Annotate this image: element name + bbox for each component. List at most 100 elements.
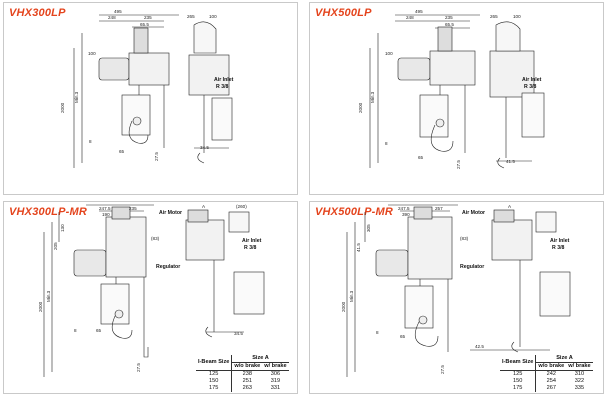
callout-label: Air Motor bbox=[462, 210, 485, 216]
col-beam-size: I-Beam Size bbox=[196, 355, 233, 371]
dimension-label: (260) bbox=[236, 204, 247, 209]
dimension-label: 265 bbox=[187, 14, 195, 19]
callout-label: R 3/8 bbox=[552, 245, 565, 251]
table-cell: 263 bbox=[242, 385, 252, 391]
dimension-label: 190 bbox=[102, 212, 110, 217]
dimension-label: 65.5 bbox=[140, 22, 149, 27]
dimension-label: A bbox=[508, 204, 512, 209]
dimension-label: 8 bbox=[376, 330, 379, 335]
dimension-label: Min.3 bbox=[46, 290, 51, 302]
callout-label: Air Inlet bbox=[550, 238, 570, 244]
dimension-label: 305 bbox=[366, 224, 371, 232]
dimension-label: Min.3 bbox=[74, 91, 79, 103]
dimension-label: 27.5 bbox=[136, 363, 141, 372]
dimension-label: 34.5 bbox=[234, 331, 243, 336]
panel-title: VHX500LP-MR bbox=[315, 206, 393, 218]
col-wo-brake: w/o brake bbox=[535, 362, 567, 371]
table-cell: 319 bbox=[270, 378, 281, 384]
dimension-label: 235 bbox=[129, 206, 137, 211]
dimension-label: 2000 bbox=[60, 102, 65, 113]
dimension-label: (83) bbox=[460, 236, 469, 241]
dimension-label: 27.5 bbox=[456, 160, 461, 169]
table-row: 150 254 322 bbox=[500, 378, 593, 385]
col-w-brake: w/ brake bbox=[566, 362, 593, 371]
hoist-drawing: 495 248 235 65.5 100 265 100 2000 Min.3 … bbox=[358, 9, 545, 169]
table-cell: 306 bbox=[270, 371, 281, 377]
dimension-label: 265 bbox=[490, 14, 498, 19]
dimension-label: 65 bbox=[119, 149, 125, 154]
dimension-label: 100 bbox=[385, 51, 393, 56]
dimension-label: 2000 bbox=[341, 301, 346, 312]
size-table: I-Beam Size Size A w/o brake w/ brake 12… bbox=[196, 355, 289, 392]
panel-vhx500lp-mr: VHX500LP-MR 247.5 257 390 305 A (83) bbox=[309, 201, 604, 394]
dimension-label: 41.5 bbox=[506, 159, 515, 164]
dimension-label: 2000 bbox=[38, 301, 43, 312]
dimension-label: 205 bbox=[53, 242, 58, 250]
size-table: I-Beam Size Size A w/o brake w/ brake 12… bbox=[500, 355, 593, 392]
table-cell: 322 bbox=[574, 378, 585, 384]
panel-vhx300lp-mr: VHX300LP-MR 247.5 235 190 130 A bbox=[3, 201, 298, 394]
dimension-label: 235 bbox=[445, 15, 453, 20]
col-beam-size: I-Beam Size bbox=[500, 355, 537, 371]
dimension-label: 65 bbox=[400, 334, 406, 339]
dimension-label: 27.5 bbox=[440, 365, 445, 374]
dimension-label: 41.5 bbox=[356, 243, 361, 252]
dimension-label: 65.5 bbox=[445, 22, 454, 27]
table-row: 175 267 335 bbox=[500, 385, 593, 392]
table-cell: 331 bbox=[270, 385, 281, 391]
panel-vhx300lp: VHX300LP 495 248 bbox=[3, 2, 298, 195]
table-cell: 150 bbox=[196, 378, 233, 385]
dimension-label: 130 bbox=[60, 224, 65, 232]
dimension-label: 8 bbox=[385, 141, 388, 146]
dimension-label: 495 bbox=[114, 9, 122, 14]
callout-label: Regulator bbox=[156, 264, 180, 270]
dimension-label: (83) bbox=[151, 236, 160, 241]
panel-title: VHX500LP bbox=[315, 7, 372, 19]
dimension-label: Min.3 bbox=[349, 290, 354, 302]
dimension-label: 247.5 bbox=[99, 206, 111, 211]
panel-title: VHX300LP bbox=[9, 7, 66, 19]
dimension-label: Min.3 bbox=[370, 91, 375, 103]
dimension-label: 495 bbox=[415, 9, 423, 14]
table-cell: 238 bbox=[242, 371, 252, 377]
col-wo-brake: w/o brake bbox=[231, 362, 263, 371]
dimension-label: 390 bbox=[402, 212, 410, 217]
table-cell: 254 bbox=[546, 378, 556, 384]
dimension-label: 8 bbox=[74, 328, 77, 333]
dimension-label: 2000 bbox=[358, 102, 363, 113]
dimension-label: 257 bbox=[435, 206, 443, 211]
hoist-drawing: 247.5 257 390 305 A (83) 41.5 2000 Min.3… bbox=[341, 204, 571, 377]
table-row: 125 242 310 bbox=[500, 370, 593, 378]
callout-label: Air Inlet bbox=[522, 77, 542, 83]
table-cell: 267 bbox=[546, 385, 556, 391]
hoist-drawing: 247.5 235 190 130 A (260) (83) 205 2000 … bbox=[38, 204, 265, 377]
callout-label: Air Inlet bbox=[242, 238, 262, 244]
dimension-label: 100 bbox=[209, 14, 217, 19]
dimension-label: 34.5 bbox=[200, 145, 209, 150]
dimension-label: 27.5 bbox=[154, 152, 159, 161]
table-cell: 175 bbox=[500, 385, 537, 392]
callout-label: Regulator bbox=[460, 264, 484, 270]
dimension-label: 42.5 bbox=[475, 344, 484, 349]
panel-title: VHX300LP-MR bbox=[9, 206, 87, 218]
table-cell: 310 bbox=[574, 371, 585, 377]
table-cell: 150 bbox=[500, 378, 537, 385]
callout-label: R 3/8 bbox=[216, 84, 229, 90]
dimension-label: 235 bbox=[144, 15, 152, 20]
dimension-label: 100 bbox=[513, 14, 521, 19]
dimension-label: 247.5 bbox=[398, 206, 410, 211]
dimension-label: 248 bbox=[108, 15, 116, 20]
dimension-label: 65 bbox=[418, 155, 424, 160]
dimension-label: A bbox=[202, 204, 206, 209]
table-cell: 242 bbox=[546, 371, 556, 377]
callout-label: Air Motor bbox=[159, 210, 182, 216]
hoist-drawing: 495 248 235 65.5 100 265 100 2000 Min.3 … bbox=[60, 9, 234, 168]
table-cell: 125 bbox=[500, 370, 537, 378]
col-size-a: Size A bbox=[231, 355, 289, 363]
col-size-a: Size A bbox=[535, 355, 593, 363]
panel-vhx500lp: VHX500LP 495 248 235 65.5 100 265 100 bbox=[309, 2, 604, 195]
table-cell: 251 bbox=[242, 378, 252, 384]
table-cell: 335 bbox=[574, 385, 585, 391]
col-w-brake: w/ brake bbox=[262, 362, 289, 371]
